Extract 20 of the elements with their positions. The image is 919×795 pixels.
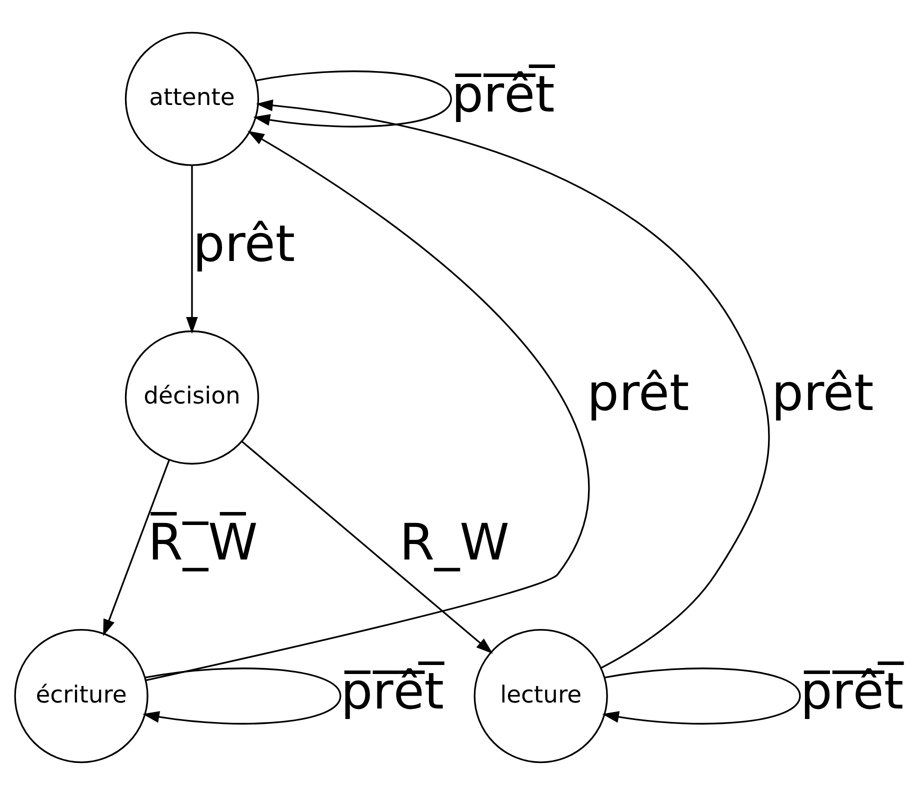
edge-label: R̅_̅W̅ <box>148 512 258 572</box>
node-circle: attente <box>124 32 260 166</box>
edge-label: prêt <box>587 363 690 422</box>
edge-label: prêt <box>772 363 874 422</box>
arrow <box>256 100 770 669</box>
arrow <box>186 165 198 334</box>
node-circle: décision <box>124 330 260 465</box>
edge-label: prêt <box>192 214 296 273</box>
arrow <box>253 70 452 128</box>
arrow <box>146 130 590 682</box>
node-circle: écriture <box>14 628 148 764</box>
edge-label: R_W <box>400 512 510 572</box>
edge-label: p̅r̅ê̅t̅ <box>451 64 555 124</box>
node-circle: lecture <box>474 628 608 764</box>
arrow <box>103 460 170 636</box>
arrow <box>142 668 342 725</box>
edge-label: p̅r̅ê̅t̅ <box>340 662 444 721</box>
arrow <box>602 668 801 725</box>
edge-label: p̅r̅ê̅t̅ <box>800 662 904 721</box>
arrow <box>241 440 493 654</box>
